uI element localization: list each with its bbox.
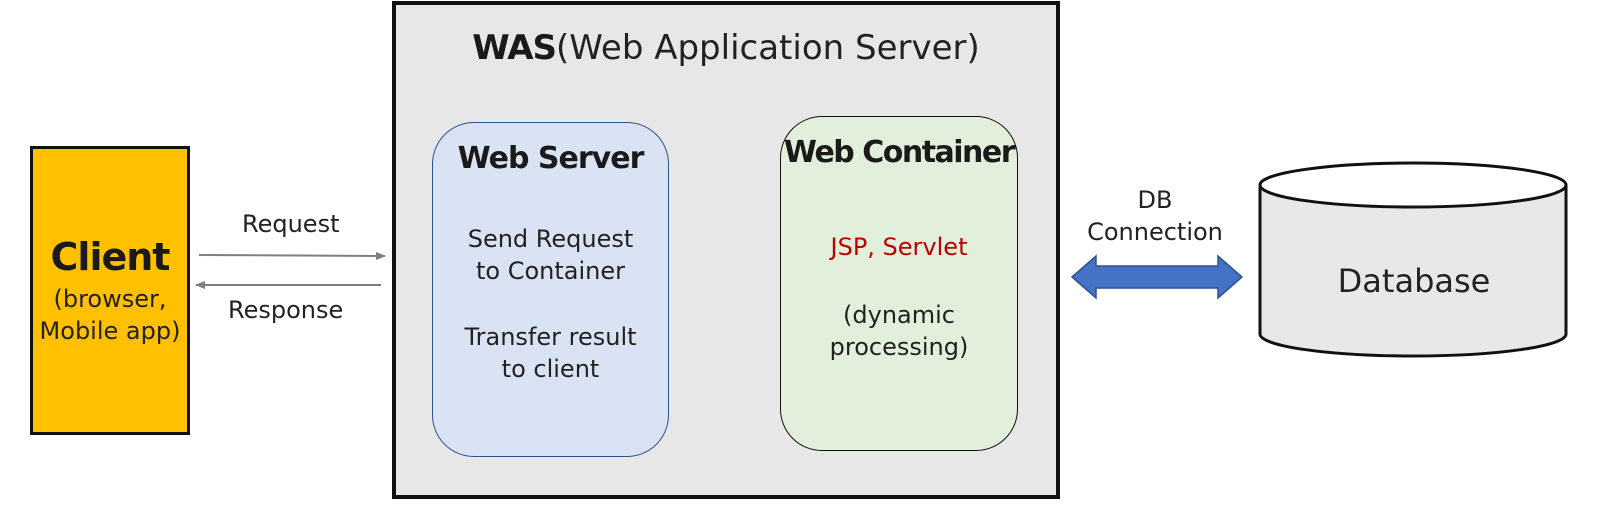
request-label: Request	[242, 210, 340, 238]
was-title: WAS(Web Application Server)	[392, 28, 1060, 68]
web-server-description-2: Transfer result to client	[464, 323, 637, 383]
web-container-technologies: JSP, Servlet	[830, 233, 968, 261]
was-title-acronym: WAS	[472, 28, 557, 68]
db-connection-label: DB Connection	[1087, 186, 1223, 246]
database-label: Database	[1337, 262, 1491, 300]
db-connection-arrow	[1070, 254, 1244, 300]
web-container-box: Web Container JSP, Servlet (dynamic proc…	[780, 116, 1018, 451]
request-arrow	[198, 251, 386, 260]
web-server-description-1: Send Request to Container	[467, 225, 634, 285]
web-container-title: Web Container	[783, 135, 1016, 170]
web-server-box: Web Server Send Request to Container Tra…	[432, 122, 669, 457]
web-server-title: Web Server	[457, 141, 645, 176]
database-cylinder	[1258, 161, 1568, 358]
web-container-note: (dynamic processing)	[829, 301, 969, 361]
client-subtitle: (browser, Mobile app)	[39, 284, 181, 345]
client-box: Client (browser, Mobile app)	[30, 146, 190, 435]
was-title-expansion: (Web Application Server)	[556, 28, 980, 68]
response-label: Response	[228, 296, 344, 324]
client-title: Client	[50, 234, 171, 279]
